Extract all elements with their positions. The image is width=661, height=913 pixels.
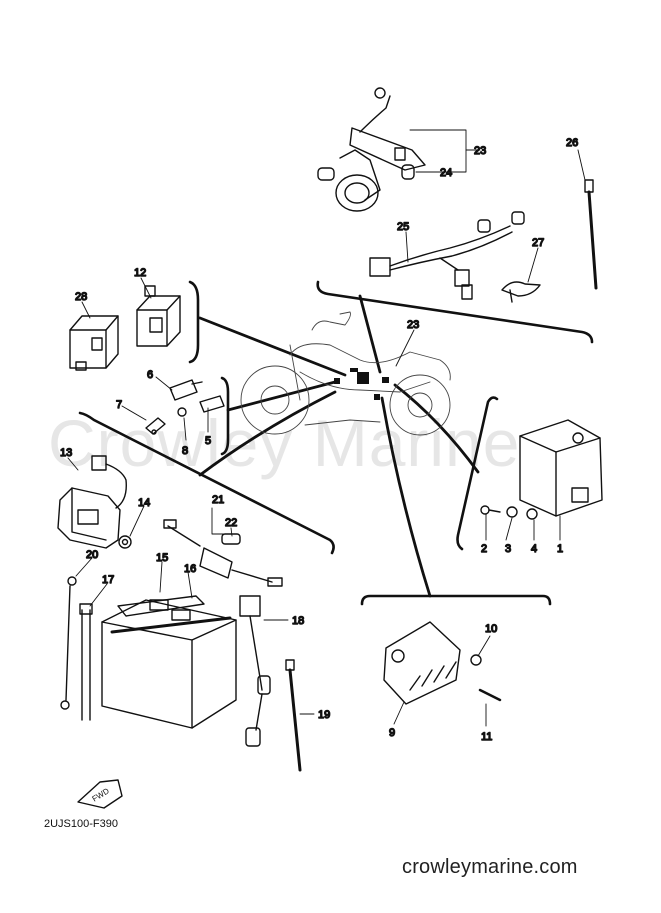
- callout-25: 25: [397, 221, 409, 233]
- callout-numbers: 23 24 26 25 27 23 12 28 6 7 8 5 13 14 21…: [59, 136, 579, 743]
- fuse-holder-part: [239, 595, 271, 747]
- callout-23-second: 23: [407, 319, 419, 331]
- callout-28: 28: [75, 291, 87, 303]
- fwd-label: FWD: [91, 786, 111, 803]
- harness-marker: [334, 368, 389, 400]
- clamp-part: [501, 281, 541, 303]
- callout-8: 8: [182, 445, 188, 457]
- fwd-arrow-icon: FWD: [77, 779, 123, 809]
- callout-15: 15: [156, 552, 168, 564]
- callout-18: 18: [292, 615, 304, 627]
- sub-harness-part: [369, 211, 525, 300]
- callout-23: 23: [474, 145, 486, 157]
- callout-27: 27: [532, 237, 544, 249]
- callout-20: 20: [86, 549, 98, 561]
- callout-26: 26: [566, 137, 578, 149]
- band-19-part: [285, 659, 302, 772]
- ground-lead-part: [60, 576, 77, 710]
- drawing-code: 2UJS100-F390: [44, 818, 118, 830]
- main-switch-part: [317, 87, 426, 212]
- callout-9: 9: [389, 727, 395, 739]
- diode-harness-part: [163, 519, 283, 587]
- callout-1: 1: [557, 543, 563, 555]
- relay-28-part: [69, 315, 119, 371]
- callout-7: 7: [116, 399, 122, 411]
- callout-16: 16: [184, 563, 196, 575]
- callout-14: 14: [138, 497, 150, 509]
- callout-5: 5: [205, 435, 211, 447]
- callout-17: 17: [102, 574, 114, 586]
- callout-13: 13: [60, 447, 72, 459]
- group-brackets: [78, 280, 594, 606]
- callout-22: 22: [225, 517, 237, 529]
- rectifier-part: [383, 621, 502, 705]
- relay-12-part: [136, 285, 181, 347]
- callout-11: 11: [481, 731, 492, 743]
- callout-3: 3: [505, 543, 511, 555]
- band-part: [584, 179, 598, 290]
- callout-21: 21: [212, 494, 224, 506]
- starter-relay-part: [57, 455, 127, 549]
- motorcycle-outline: [240, 311, 451, 436]
- callout-4: 4: [531, 543, 537, 555]
- callout-24: 24: [440, 167, 452, 179]
- callout-leaders: [67, 129, 586, 727]
- leader-lines: [198, 294, 480, 598]
- callout-12: 12: [134, 267, 146, 279]
- connector-parts: [145, 379, 225, 435]
- callout-2: 2: [481, 543, 487, 555]
- callout-19: 19: [318, 709, 330, 721]
- breather-hose-part: [79, 603, 93, 721]
- nut-part: [118, 535, 132, 549]
- callout-6: 6: [147, 369, 153, 381]
- website-label: crowleymarine.com: [402, 856, 578, 878]
- callout-10: 10: [485, 623, 497, 635]
- cdi-unit-part: [480, 419, 603, 520]
- battery-part: [101, 595, 237, 729]
